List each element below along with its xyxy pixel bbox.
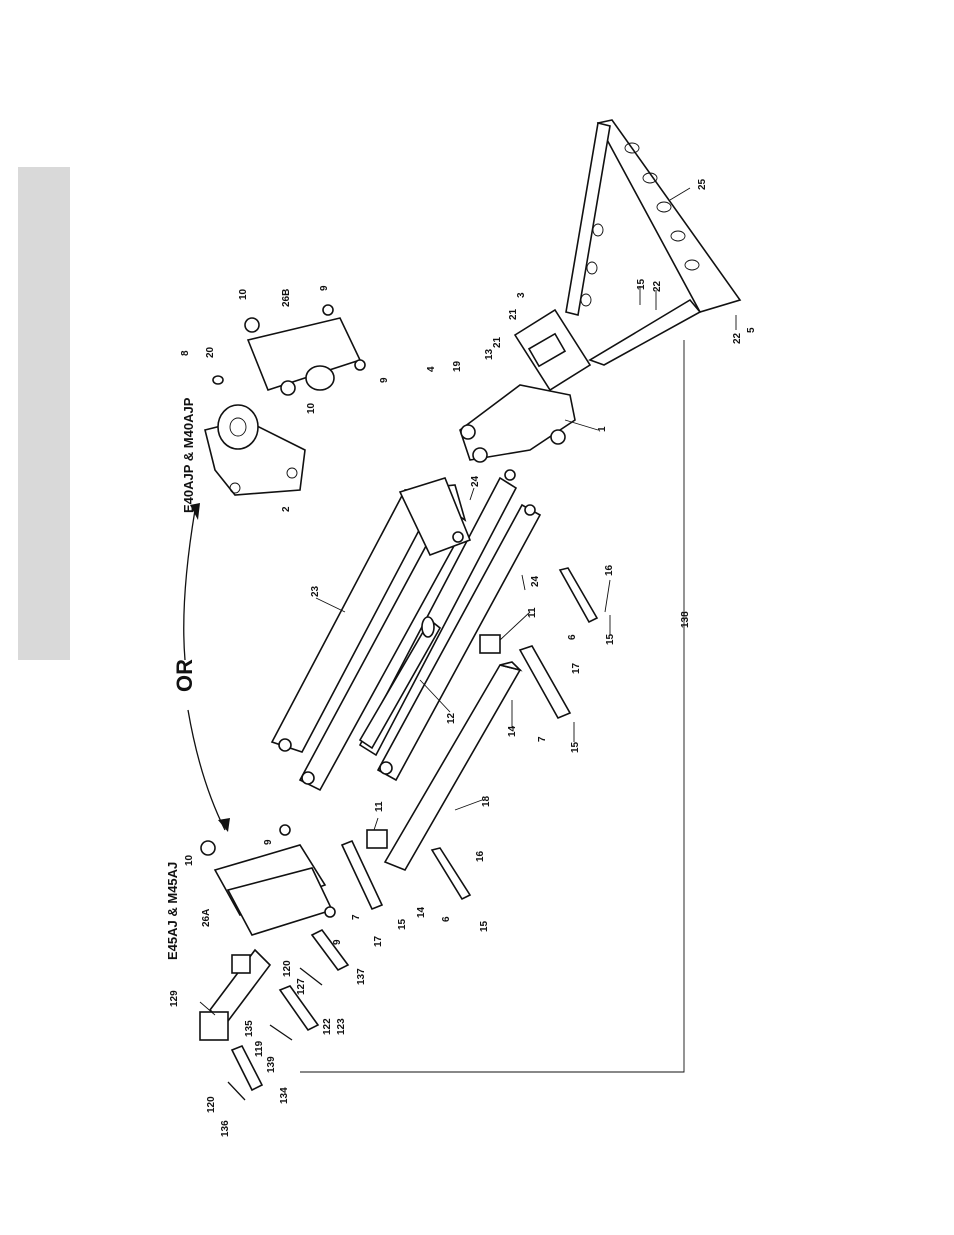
frame-arm-lower bbox=[590, 300, 700, 365]
frame-assembly bbox=[460, 120, 740, 462]
heading-model-a: E45AJ & M45AJ bbox=[165, 862, 180, 960]
part-label: 10 bbox=[306, 402, 317, 414]
frame-25 bbox=[598, 120, 740, 312]
washer-9 bbox=[325, 907, 335, 917]
part-label: 3 bbox=[516, 292, 527, 298]
part-label: 120 bbox=[206, 1096, 217, 1113]
part-label: 120 bbox=[282, 960, 293, 977]
pivot-pin bbox=[505, 470, 515, 480]
part-label: 8 bbox=[180, 350, 191, 356]
part-label: 11 bbox=[374, 801, 385, 812]
part-label: 136 bbox=[220, 1120, 231, 1137]
part-label: 15 bbox=[570, 741, 581, 753]
part-label: 1 bbox=[597, 426, 608, 432]
part-label: 14 bbox=[507, 725, 518, 737]
part-label: 123 bbox=[336, 1018, 347, 1035]
pin-17 bbox=[520, 646, 570, 718]
part-label: 21 bbox=[508, 308, 519, 320]
pin-16 bbox=[560, 568, 597, 622]
part-label: 129 bbox=[169, 990, 180, 1007]
part-label: 139 bbox=[266, 1056, 277, 1073]
pivot-pin bbox=[302, 772, 314, 784]
jib-block bbox=[200, 1012, 228, 1040]
washer-20 bbox=[213, 376, 223, 384]
part-label: 15 bbox=[636, 278, 647, 290]
arrow-head-down bbox=[218, 818, 230, 832]
part-label: 12 bbox=[446, 712, 457, 724]
part-label: 21 bbox=[492, 336, 503, 348]
part-label: 14 bbox=[416, 906, 427, 918]
part-label: 10 bbox=[238, 288, 249, 300]
part-label: 6 bbox=[567, 634, 578, 640]
part-label: 138 bbox=[680, 611, 691, 628]
part-label: 26B bbox=[281, 289, 292, 307]
part-label: 7 bbox=[537, 736, 548, 742]
pin-17 bbox=[342, 841, 382, 909]
part-label: 135 bbox=[244, 1020, 255, 1037]
wear-pad-11 bbox=[367, 830, 387, 848]
part-label: 127 bbox=[296, 978, 307, 995]
part-label: 24 bbox=[530, 575, 541, 587]
part-label: 17 bbox=[373, 935, 384, 947]
part-label: 9 bbox=[263, 839, 274, 845]
mount-hole bbox=[551, 430, 565, 444]
pivot-pin bbox=[380, 762, 392, 774]
jib-block bbox=[232, 955, 250, 973]
part-label: 20 bbox=[205, 346, 216, 358]
part-label: 11 bbox=[527, 607, 538, 618]
part-label: 25 bbox=[697, 178, 708, 190]
part-label: 15 bbox=[605, 633, 616, 645]
boom-assembly bbox=[272, 470, 597, 909]
part-label: 15 bbox=[397, 918, 408, 930]
turret-26b bbox=[205, 305, 365, 495]
mount-hole bbox=[473, 448, 487, 462]
part-label: 134 bbox=[279, 1087, 290, 1104]
part-label: 16 bbox=[475, 850, 486, 862]
part-label: 18 bbox=[481, 795, 492, 807]
plate-disc bbox=[306, 366, 334, 390]
part-label: 9 bbox=[379, 377, 390, 383]
part-label: 17 bbox=[571, 662, 582, 674]
part-label: 7 bbox=[351, 914, 362, 920]
part-label: 10 bbox=[184, 854, 195, 866]
part-label: 16 bbox=[604, 564, 615, 576]
part-label: 5 bbox=[746, 327, 757, 333]
part-label: 13 bbox=[484, 348, 495, 360]
bushing-10 bbox=[245, 318, 259, 332]
part-label: 137 bbox=[356, 968, 367, 985]
turret-disc bbox=[218, 405, 258, 449]
part-label: 2 bbox=[281, 506, 292, 512]
part-label: 22 bbox=[732, 332, 743, 344]
wear-pad-11 bbox=[480, 635, 500, 653]
washer-9 bbox=[280, 825, 290, 835]
part-label: 9 bbox=[319, 285, 330, 291]
part-label: 119 bbox=[254, 1040, 265, 1057]
cylinder-rod-end bbox=[422, 617, 434, 637]
pivot-pin bbox=[525, 505, 535, 515]
washer-9 bbox=[323, 305, 333, 315]
part-label: 19 bbox=[452, 360, 463, 372]
part-label: 24 bbox=[470, 475, 481, 487]
pivot-pin bbox=[279, 739, 291, 751]
pin-137 bbox=[312, 930, 348, 970]
part-label: 22 bbox=[652, 280, 663, 292]
bracket-26b bbox=[248, 318, 360, 390]
bushing-10 bbox=[281, 381, 295, 395]
part-label: 15 bbox=[479, 920, 490, 932]
pin-16 bbox=[432, 848, 470, 899]
part-label: 4 bbox=[426, 366, 437, 372]
part-label: 6 bbox=[441, 916, 452, 922]
part-label: 23 bbox=[310, 585, 321, 597]
washer-9 bbox=[355, 360, 365, 370]
mount-hole bbox=[461, 425, 475, 439]
frame-arm bbox=[566, 123, 610, 315]
heading-model-b: E40AJP & M40AJP bbox=[181, 397, 196, 513]
part-label: 26A bbox=[201, 909, 212, 927]
part-label: 122 bbox=[322, 1018, 333, 1035]
pivot-pin bbox=[453, 532, 463, 542]
part-label: 9 bbox=[332, 939, 343, 945]
or-label: OR bbox=[172, 659, 197, 692]
bushing-10 bbox=[201, 841, 215, 855]
